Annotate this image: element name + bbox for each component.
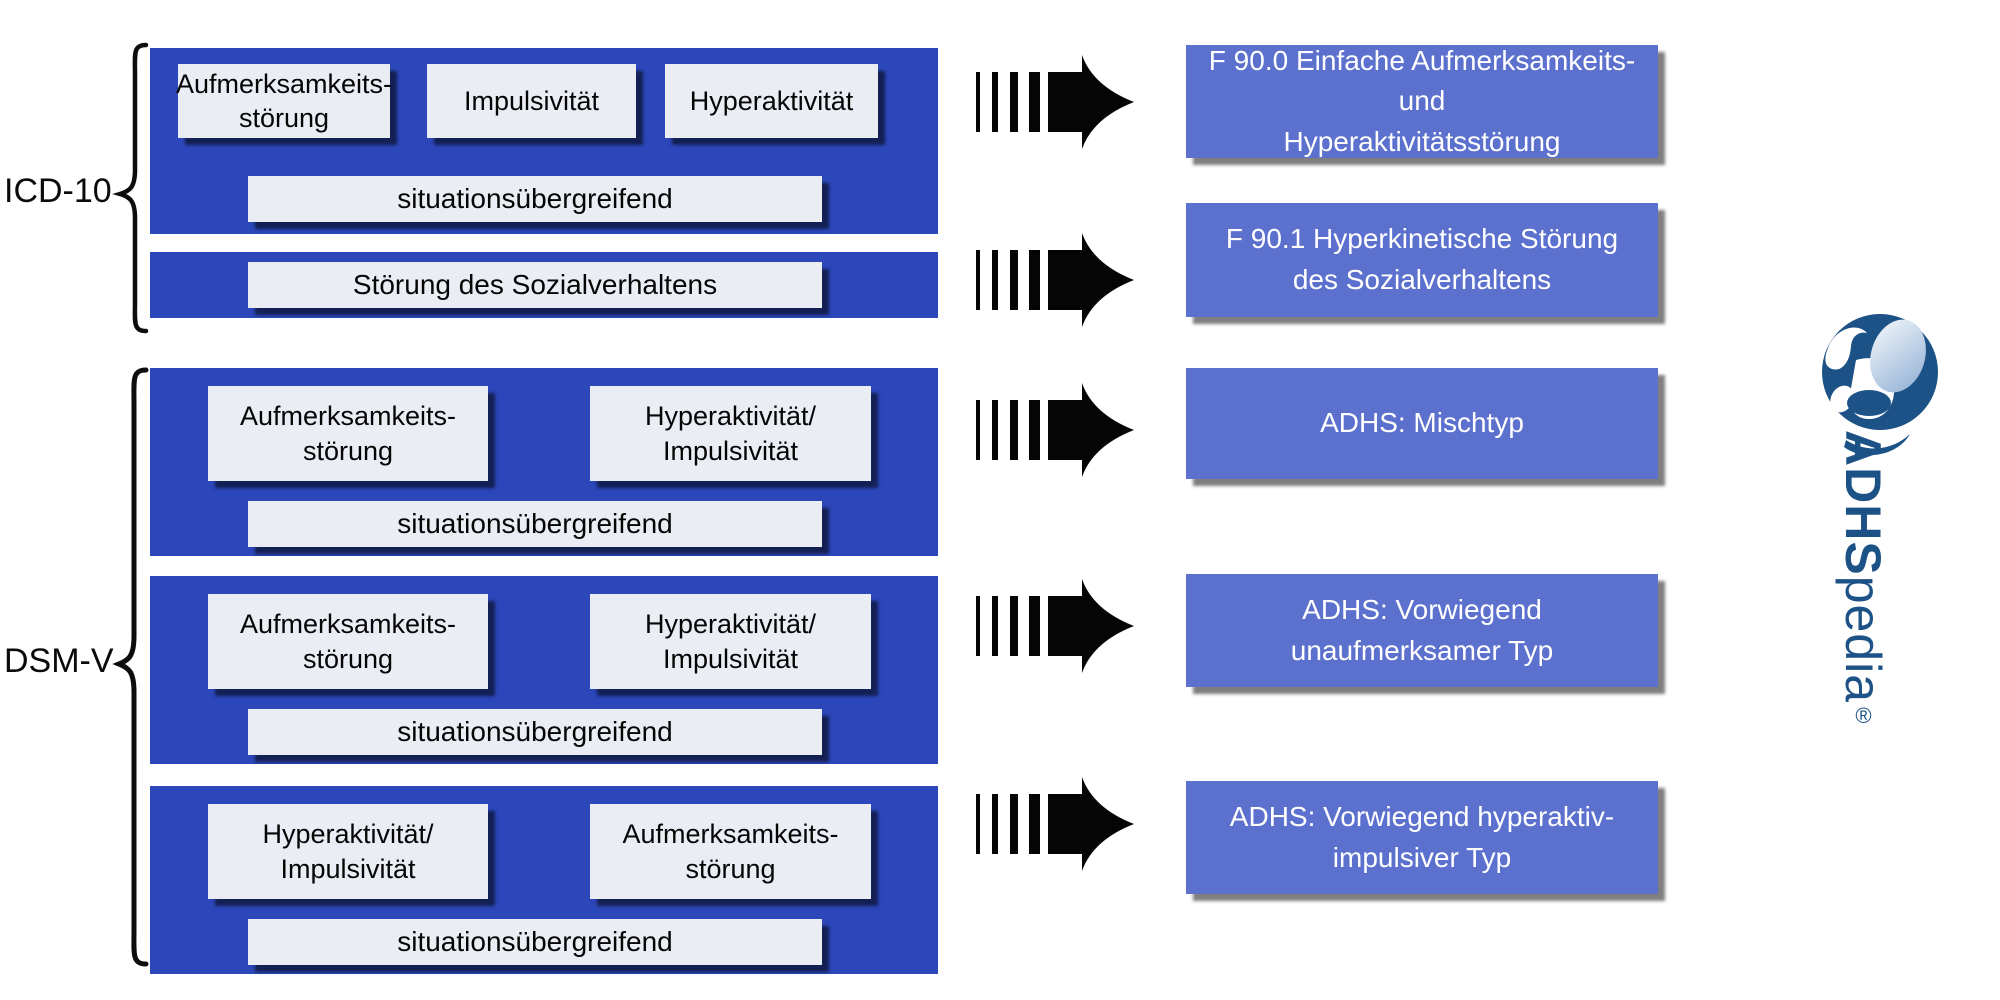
group-label-icd10: ICD-10 <box>4 172 112 210</box>
group-label-dsm5: DSM-V <box>4 642 114 680</box>
dsm5-criteria-container-1: Aufmerksamkeits- störung Hyperaktivität/… <box>150 368 938 556</box>
dsm5-criteria-container-3: Hyperaktivität/ Impulsivität Aufmerksamk… <box>150 786 938 974</box>
adhspedia-logo-icon <box>1822 314 1938 456</box>
diagnosis-box-f901: F 90.1 Hyperkinetische Störung des Sozia… <box>1186 203 1658 317</box>
symptom-box: Hyperaktivität <box>665 64 878 138</box>
diagnosis-box-unaufmerksam: ADHS: Vorwiegend unaufmerksamer Typ <box>1186 574 1658 687</box>
adhspedia-wordmark: ADHSpedia® <box>1835 430 1891 730</box>
flow-arrow-icon <box>976 54 1136 150</box>
dsm5-criteria-container-2: Aufmerksamkeits- störung Hyperaktivität/… <box>150 576 938 764</box>
symptom-box: Aufmerksamkeits- störung <box>176 64 392 138</box>
diagnosis-box-f900: F 90.0 Einfache Aufmerksamkeits- und Hyp… <box>1186 45 1658 158</box>
diagnosis-box-mischtyp: ADHS: Mischtyp <box>1186 368 1658 479</box>
symptom-box: Aufmerksamkeits- störung <box>590 804 871 899</box>
symptom-box: Hyperaktivität/ Impulsivität <box>208 804 488 899</box>
symptom-box: Aufmerksamkeits- störung <box>208 386 488 481</box>
dsm5-brace <box>112 367 149 967</box>
flow-arrow-icon <box>976 776 1136 872</box>
symptom-box: Impulsivität <box>427 64 636 138</box>
flow-arrow-icon <box>976 578 1136 674</box>
flow-arrow-icon <box>976 232 1136 328</box>
condition-box: Störung des Sozialverhaltens <box>248 262 822 308</box>
flow-arrow-icon <box>976 382 1136 478</box>
condition-box: situationsübergreifend <box>248 919 822 965</box>
condition-box: situationsübergreifend <box>248 501 822 547</box>
condition-box: situationsübergreifend <box>248 176 822 222</box>
icd10-criteria-container-2: Störung des Sozialverhaltens <box>150 252 938 318</box>
symptom-box: Hyperaktivität/ Impulsivität <box>590 594 871 689</box>
symptom-box: Hyperaktivität/ Impulsivität <box>590 386 871 481</box>
symptom-box: Aufmerksamkeits- störung <box>208 594 488 689</box>
icd10-criteria-container-1: Aufmerksamkeits- störung Impulsivität Hy… <box>150 48 938 234</box>
icd10-brace <box>112 42 149 334</box>
diagnosis-box-hyperaktiv-impulsiv: ADHS: Vorwiegend hyperaktiv- impulsiver … <box>1186 781 1658 894</box>
condition-box: situationsübergreifend <box>248 709 822 755</box>
